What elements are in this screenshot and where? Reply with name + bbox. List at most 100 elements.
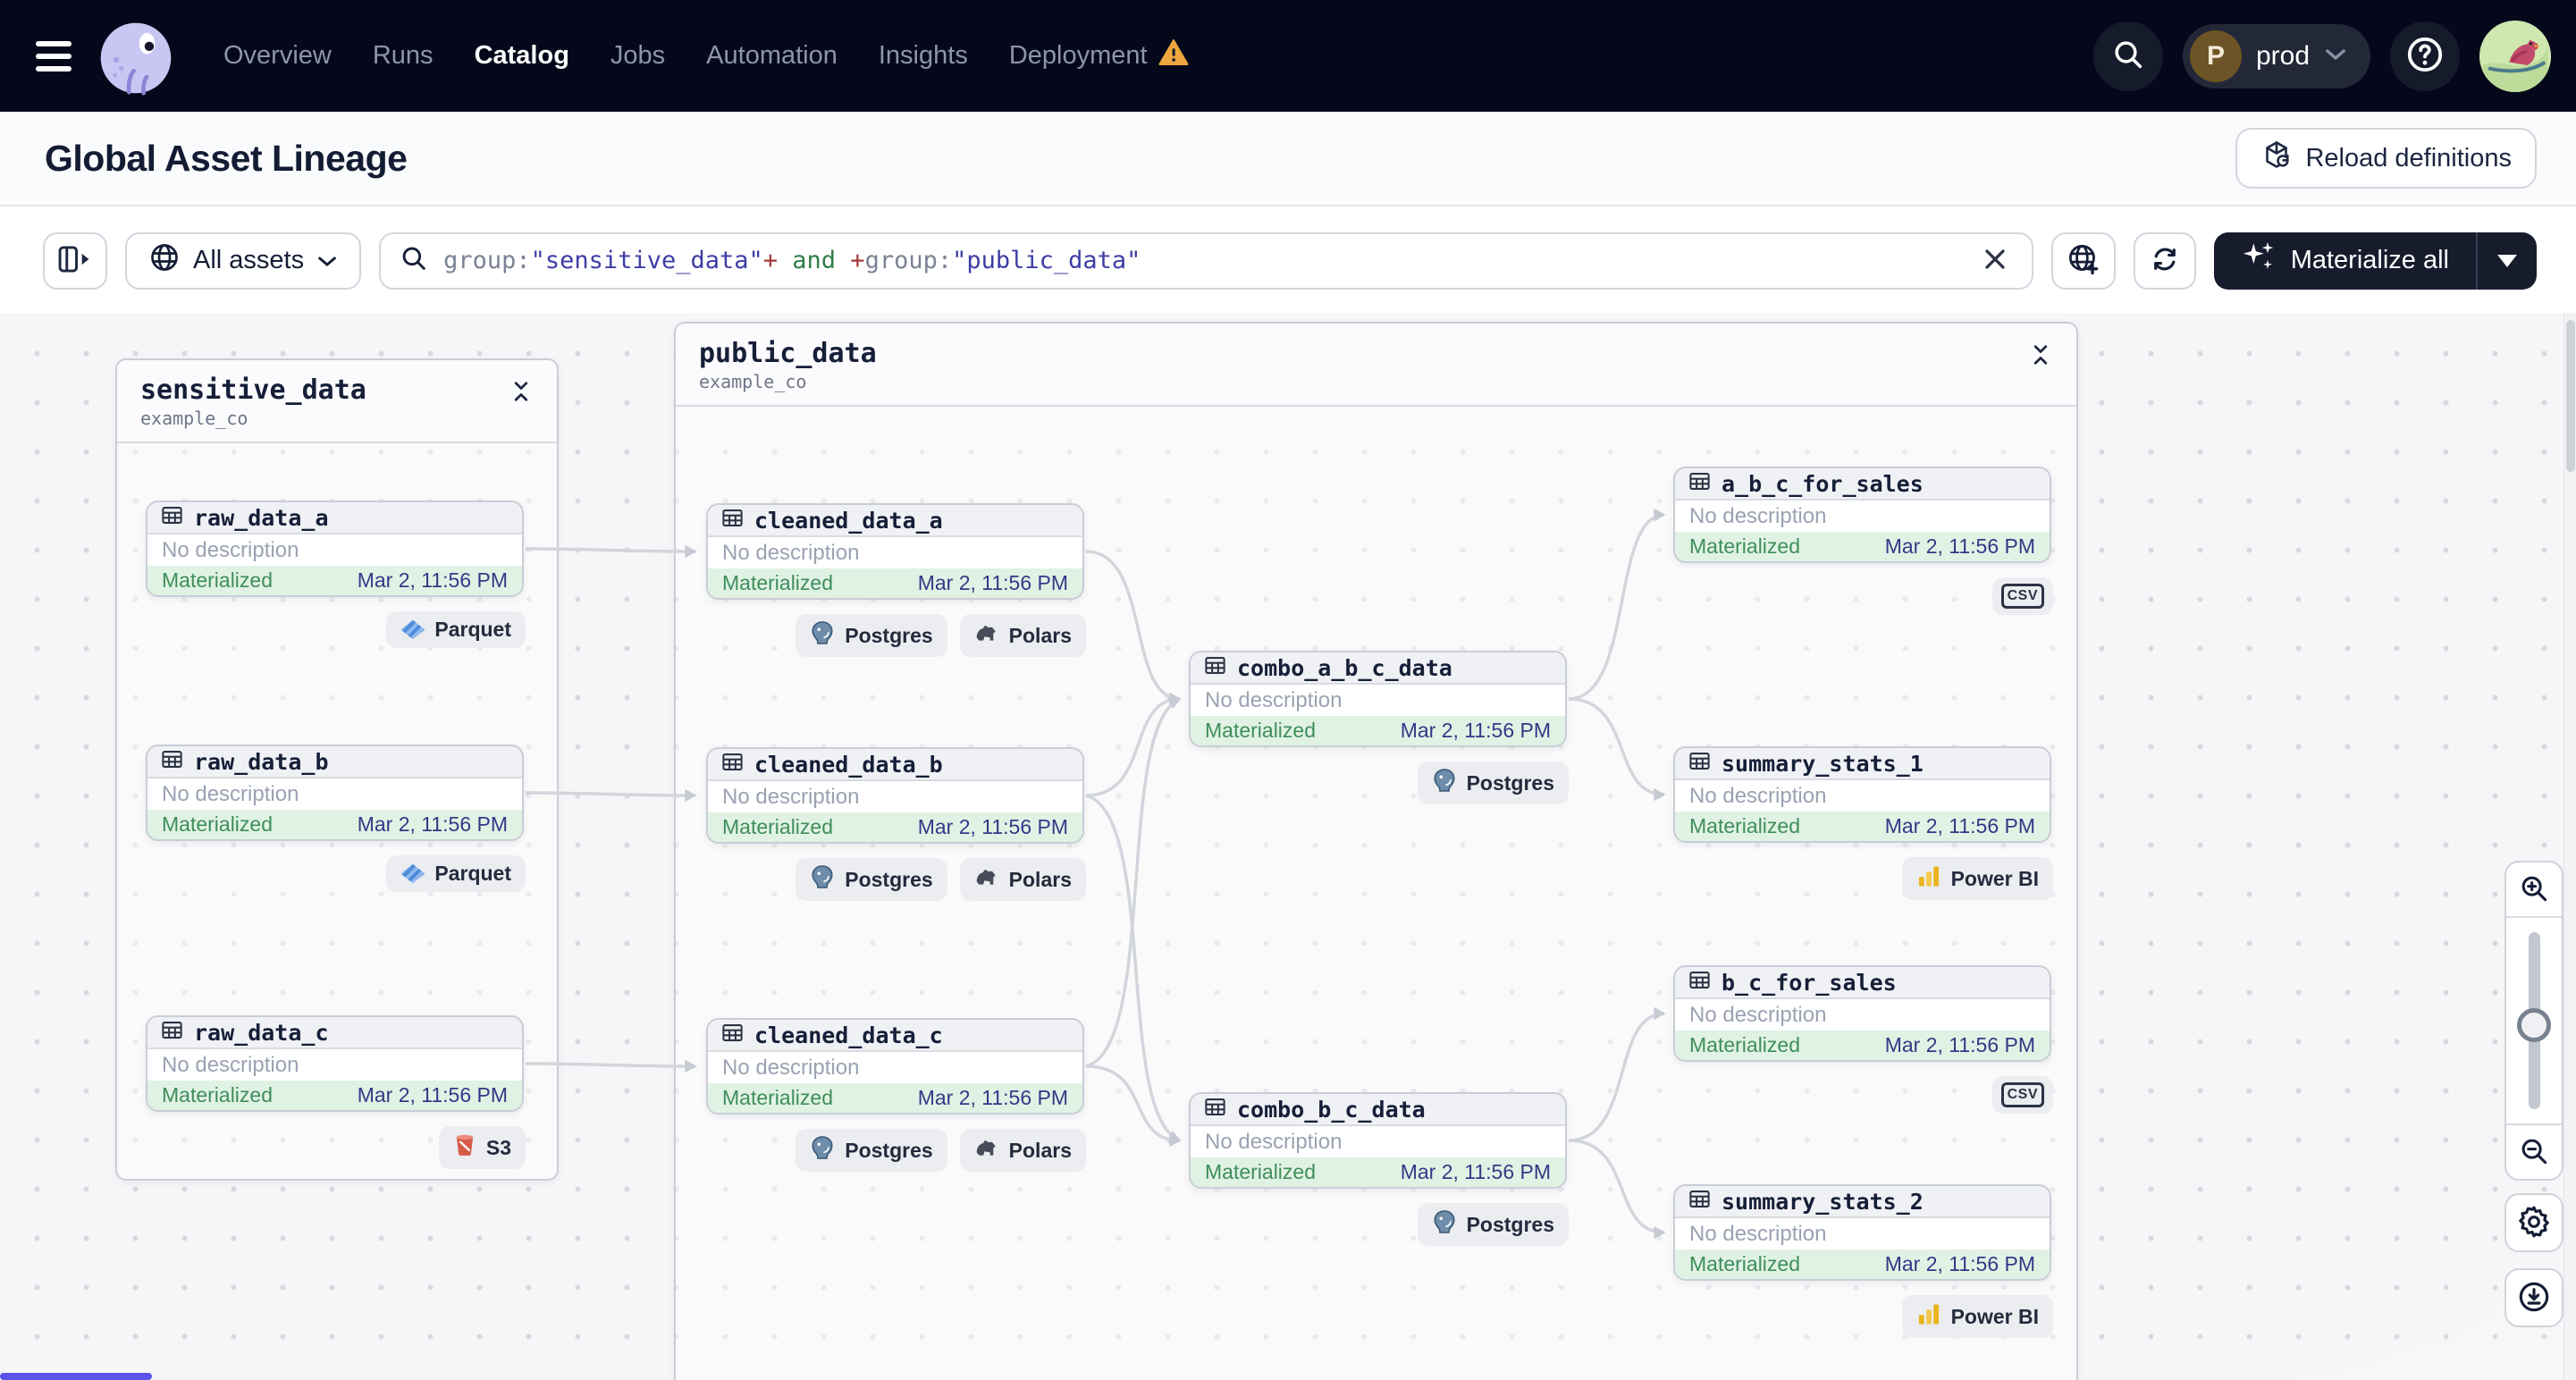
- refresh-button[interactable]: [2133, 231, 2196, 290]
- group-header[interactable]: sensitive_data example_co: [117, 360, 557, 443]
- nav-item-deployment[interactable]: Deployment: [1009, 38, 1189, 73]
- zoom-slider[interactable]: [2506, 918, 2562, 1123]
- global-search-button[interactable]: [2092, 21, 2163, 91]
- node-header[interactable]: raw_data_c: [147, 1017, 522, 1049]
- query-token: "sensitive_data": [530, 247, 763, 274]
- menu-hamburger-button[interactable]: [25, 28, 82, 85]
- user-avatar[interactable]: [2479, 20, 2551, 92]
- zoom-slider-thumb[interactable]: [2517, 1008, 2551, 1043]
- nav-item-jobs[interactable]: Jobs: [610, 41, 665, 71]
- node-body: No description: [708, 781, 1082, 812]
- nav-item-automation[interactable]: Automation: [706, 41, 838, 71]
- node-header[interactable]: b_c_for_sales: [1675, 967, 2050, 999]
- collapse-group-button[interactable]: [507, 374, 535, 411]
- toggle-sidebar-button[interactable]: [43, 231, 107, 290]
- nav-item-runs[interactable]: Runs: [373, 41, 434, 71]
- polars-icon: [974, 1136, 999, 1165]
- asset-scope-dropdown[interactable]: All assets: [125, 231, 362, 290]
- kind-badge-postgres[interactable]: Postgres: [796, 858, 947, 901]
- kind-badge-powerbi[interactable]: Power BI: [1901, 857, 2053, 900]
- kind-badge-postgres[interactable]: Postgres: [1417, 762, 1569, 804]
- new-asset-group-button[interactable]: [2050, 231, 2116, 290]
- collapse-group-button[interactable]: [2026, 338, 2055, 374]
- nav-item-insights[interactable]: Insights: [879, 41, 968, 71]
- nav-item-catalog[interactable]: Catalog: [475, 41, 569, 71]
- node-header[interactable]: combo_b_c_data: [1191, 1094, 1565, 1126]
- node-header[interactable]: cleaned_data_a: [708, 505, 1082, 537]
- lineage-canvas[interactable]: sensitive_data example_co public_data ex…: [0, 313, 2576, 1380]
- kind-badge-polars[interactable]: Polars: [959, 858, 1086, 901]
- asset-search-input[interactable]: group:"sensitive_data"+ and +group:"publ…: [379, 231, 2033, 290]
- zoom-out-button[interactable]: [2506, 1123, 2562, 1179]
- powerbi-icon: [1916, 863, 1941, 894]
- zoom-in-button[interactable]: [2506, 862, 2562, 918]
- kind-badge-csv[interactable]: CSV: [1991, 1076, 2053, 1114]
- kind-badge-parquet[interactable]: Parquet: [386, 855, 526, 892]
- vertical-scrollbar-thumb[interactable]: [2566, 320, 2575, 472]
- vertical-scrollbar[interactable]: [2563, 313, 2576, 1380]
- graph-settings-button[interactable]: [2504, 1193, 2563, 1252]
- node-header[interactable]: raw_data_b: [147, 746, 522, 778]
- node-header[interactable]: raw_data_a: [147, 502, 522, 534]
- node-header[interactable]: summary_stats_2: [1675, 1186, 2050, 1218]
- kind-badge-postgres[interactable]: Postgres: [796, 1129, 947, 1172]
- nav-item-label: Deployment: [1008, 41, 1148, 70]
- search-query-text: group:"sensitive_data"+ and +group:"publ…: [443, 247, 1962, 274]
- polars-icon: [974, 621, 999, 650]
- kind-badge-polars[interactable]: Polars: [959, 614, 1086, 657]
- nav-item-overview[interactable]: Overview: [223, 41, 332, 71]
- chevron-down-icon: [316, 246, 338, 275]
- reload-definitions-button[interactable]: Reload definitions: [2235, 128, 2537, 189]
- horizontal-scrollbar-thumb[interactable]: [0, 1373, 152, 1380]
- node-header[interactable]: combo_a_b_c_data: [1191, 652, 1565, 685]
- node-header[interactable]: a_b_c_for_sales: [1675, 468, 2050, 501]
- kind-badge-postgres[interactable]: Postgres: [796, 614, 947, 657]
- kind-badge-s3[interactable]: S3: [438, 1126, 526, 1169]
- kind-badge-postgres[interactable]: Postgres: [1417, 1203, 1569, 1246]
- help-button[interactable]: [2390, 21, 2460, 91]
- node-header[interactable]: summary_stats_1: [1675, 748, 2050, 780]
- node-header[interactable]: cleaned_data_c: [708, 1020, 1082, 1052]
- dagster-logo[interactable]: [95, 15, 177, 97]
- materialize-all-main[interactable]: Materialize all: [2214, 232, 2476, 290]
- environment-switcher[interactable]: P prod: [2182, 23, 2370, 88]
- materialize-all-button[interactable]: Materialize all: [2213, 231, 2537, 290]
- download-graph-button[interactable]: [2504, 1268, 2563, 1327]
- kind-badge-polars[interactable]: Polars: [959, 1129, 1086, 1172]
- kind-badge-parquet[interactable]: Parquet: [386, 611, 526, 648]
- kind-badge-csv[interactable]: CSV: [1991, 577, 2053, 615]
- clear-search-button[interactable]: [1976, 240, 2014, 281]
- search-icon: [2110, 37, 2146, 75]
- node-header[interactable]: cleaned_data_b: [708, 749, 1082, 781]
- materialize-all-label: Materialize all: [2290, 246, 2449, 274]
- node-name: a_b_c_for_sales: [1722, 470, 1924, 497]
- kind-badge-powerbi[interactable]: Power BI: [1901, 1295, 2053, 1338]
- zoom-panel: [2504, 861, 2563, 1181]
- materialize-options-caret[interactable]: [2476, 231, 2537, 290]
- group-header[interactable]: public_data example_co: [676, 324, 2076, 407]
